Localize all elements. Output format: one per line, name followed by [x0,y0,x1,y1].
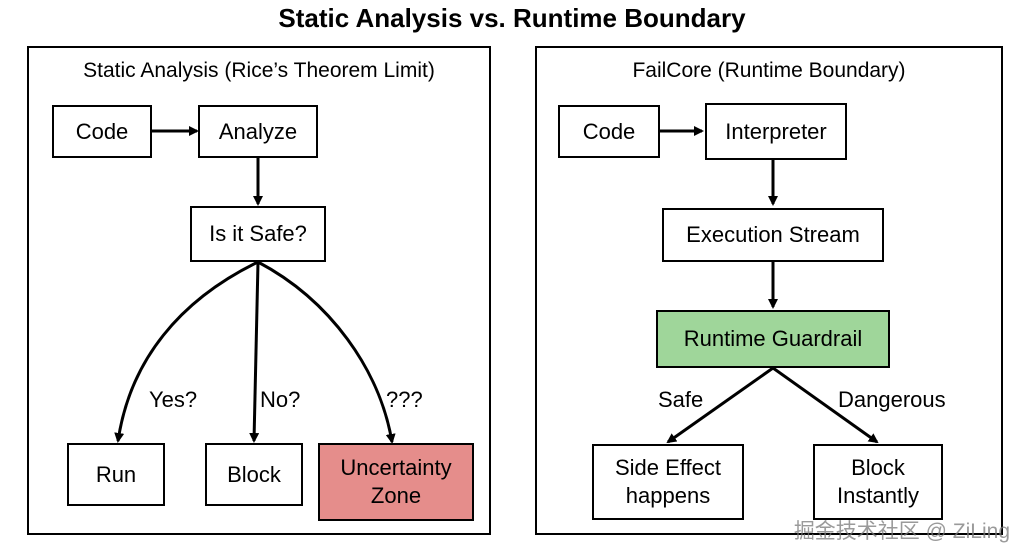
code-box-left: Code [52,105,152,158]
side-effect-box: Side Effect happens [592,444,744,520]
block-instantly-box: Block Instantly [813,444,943,520]
execution-stream-box: Execution Stream [662,208,884,262]
diagram-title: Static Analysis vs. Runtime Boundary [278,3,746,33]
static-analysis-panel-title: Static Analysis (Rice’s Theorem Limit) [83,59,435,82]
uncertainty-zone-box: Uncertainty Zone [318,443,474,521]
static-analysis-panel: Static Analysis (Rice’s Theorem Limit) [27,46,491,535]
interpreter-box: Interpreter [705,103,847,160]
source-watermark: 掘金技术社区 @ ZiLing [793,520,1010,543]
block-box: Block [205,443,303,506]
run-box: Run [67,443,165,506]
failcore-panel: FailCore (Runtime Boundary) [535,46,1003,535]
dangerous-edge-label: Dangerous [838,387,946,412]
safe-edge-label: Safe [658,387,704,412]
is-safe-box: Is it Safe? [190,206,326,262]
code-box-right: Code [558,105,660,158]
analyze-box: Analyze [198,105,318,158]
runtime-guardrail-box: Runtime Guardrail [656,310,890,368]
no-edge-label: No? [260,387,301,412]
unknown-edge-label: ??? [386,387,423,412]
yes-edge-label: Yes? [149,387,198,412]
failcore-panel-title: FailCore (Runtime Boundary) [632,59,906,82]
